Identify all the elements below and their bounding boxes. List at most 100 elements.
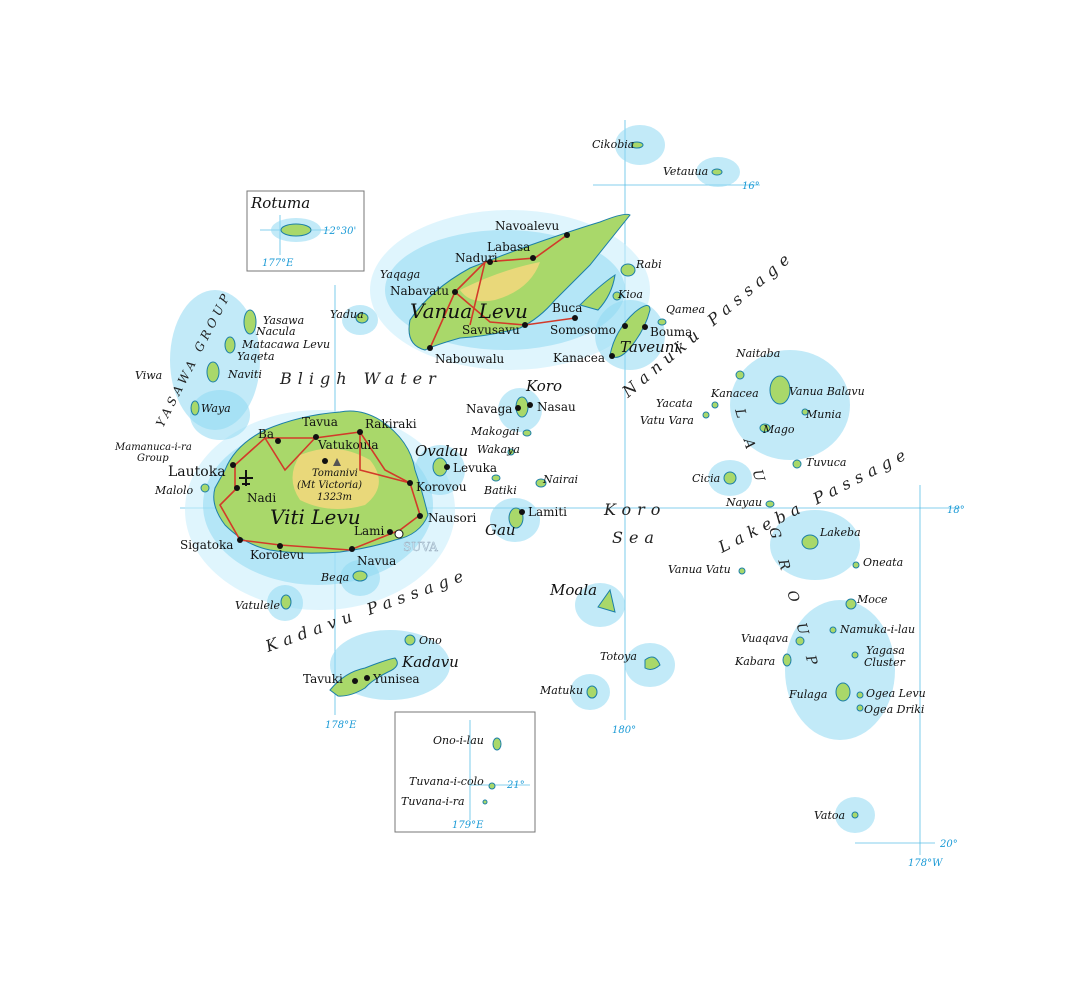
rotuma-inset: Rotuma 12°30' 177°E bbox=[246, 190, 365, 272]
island-ogea-driki-label: Ogea Driki bbox=[864, 703, 924, 716]
koro-sea-label-2: Sea bbox=[612, 528, 660, 547]
island-vatu-vara-label: Vatu Vara bbox=[640, 414, 694, 427]
town-levuka-label: Levuka bbox=[453, 461, 497, 475]
island-nacula-label: Nacula bbox=[255, 325, 296, 338]
bligh-water-label: Bligh Water bbox=[279, 369, 442, 388]
town-yunisea-label: Yunisea bbox=[372, 672, 420, 686]
kadavu-island bbox=[329, 657, 398, 697]
vanua-levu-island bbox=[408, 213, 631, 351]
town-lautoka-label: Lautoka bbox=[168, 464, 226, 480]
town-lami-label: Lami bbox=[354, 524, 385, 538]
taveuni-label: Taveuni bbox=[620, 338, 679, 356]
island-batiki-label: Batiki bbox=[483, 484, 517, 497]
island-ono-label: Ono bbox=[419, 634, 442, 647]
town-nadi-label: Nadi bbox=[247, 491, 276, 505]
lat-18-label: 18° bbox=[947, 505, 965, 516]
capital-suva-label: SUVA bbox=[403, 540, 438, 554]
koro-sea-label-1: Koro bbox=[603, 500, 666, 519]
koro-label: Koro bbox=[525, 377, 562, 395]
island-vanua-vatu-label: Vanua Vatu bbox=[668, 563, 731, 576]
south-islands-inset: Ono-i-lau Tuvana-i-colo Tuvana-i-ra 21° … bbox=[394, 711, 536, 833]
town-tavua-label: Tavua bbox=[302, 415, 338, 429]
town-nasau-label: Nasau bbox=[537, 400, 576, 414]
town-korovou-label: Korovou bbox=[416, 480, 467, 494]
rotuma-lat-label: 12°30' bbox=[323, 226, 356, 237]
town-buca-label: Buca bbox=[552, 301, 582, 315]
town-somosomo-label: Somosomo bbox=[550, 323, 616, 337]
island-yasawa-label: Yasawa bbox=[263, 314, 304, 327]
island-wakaya-label: Wakaya bbox=[477, 443, 520, 456]
island-malolo-label: Malolo bbox=[154, 484, 193, 497]
ono-i-lau-label: Ono-i-lau bbox=[433, 734, 484, 747]
inset-lon-label: 179°E bbox=[452, 820, 484, 831]
town-nabavatu-label: Nabavatu bbox=[390, 284, 449, 298]
peak-name-label: Tomanivi bbox=[312, 468, 358, 479]
town-nausori-label: Nausori bbox=[428, 511, 477, 525]
island-vanua-balavu-label: Vanua Balavu bbox=[789, 385, 865, 398]
viti-levu-label: Viti Levu bbox=[270, 505, 361, 529]
rotuma-lon-label: 177°E bbox=[262, 258, 294, 269]
town-navaga-label: Navaga bbox=[466, 402, 512, 416]
island-makogai-label: Makogai bbox=[470, 425, 519, 438]
moala-label: Moala bbox=[549, 581, 597, 599]
town-kanacea-label: Kanacea bbox=[553, 351, 605, 365]
island-moce-label: Moce bbox=[856, 593, 888, 606]
peak-alt-name-label: (Mt Victoria) bbox=[297, 480, 362, 491]
lat-16-label: 16° bbox=[742, 181, 760, 192]
town-navoalevu-label: Navoalevu bbox=[495, 219, 560, 233]
island-ogea-levu-label: Ogea Levu bbox=[866, 687, 926, 700]
island-matacawa-levu-label: Matacawa Levu bbox=[241, 338, 330, 351]
peak-height-label: 1323m bbox=[317, 492, 352, 503]
ovalau-label: Ovalau bbox=[415, 442, 468, 460]
island-matuku-label: Matuku bbox=[539, 684, 583, 697]
island-vatulele-label: Vatulele bbox=[235, 599, 281, 612]
island-kabara-label: Kabara bbox=[734, 655, 775, 668]
small-island-shapes bbox=[190, 141, 864, 819]
inset-lat-label: 21° bbox=[506, 780, 525, 791]
lat-20-label: 20° bbox=[939, 839, 958, 850]
island-kioa-label: Kioa bbox=[617, 288, 643, 301]
tuvana-i-colo-label: Tuvana-i-colo bbox=[409, 775, 484, 788]
town-markers bbox=[230, 232, 648, 684]
town-vatukoula-label: Vatukoula bbox=[317, 438, 379, 452]
island-yacata-label: Yacata bbox=[656, 397, 693, 410]
tuvana-i-ra-label: Tuvana-i-ra bbox=[401, 795, 465, 808]
island-yaqeta-label: Yaqeta bbox=[237, 350, 275, 363]
island-yadua-label: Yadua bbox=[330, 308, 364, 321]
island-vetauua-label: Vetauua bbox=[663, 165, 708, 178]
island-vatoa-label: Vatoa bbox=[814, 809, 845, 822]
town-lamiti-label: Lamiti bbox=[528, 505, 567, 519]
rotuma-title: Rotuma bbox=[250, 194, 310, 212]
island-oneata-label: Oneata bbox=[863, 556, 903, 569]
island-nayau-label: Nayau bbox=[725, 496, 762, 509]
gau-label: Gau bbox=[485, 521, 516, 539]
town-nabouwalu-label: Nabouwalu bbox=[435, 352, 505, 366]
island-yagasa-label-1: Yagasa bbox=[866, 644, 905, 657]
island-tuvuca-label: Tuvuca bbox=[806, 456, 846, 469]
lon-180-label: 180° bbox=[612, 725, 636, 736]
island-cikobia-label: Cikobia bbox=[592, 138, 634, 151]
island-mago-label: Mago bbox=[762, 423, 795, 436]
lon-178w-label: 178°W bbox=[908, 858, 943, 869]
island-fulaga-label: Fulaga bbox=[788, 688, 827, 701]
island-mamanuca-label-1: Mamanuca-i-ra bbox=[114, 442, 192, 453]
town-savusavu-label: Savusavu bbox=[462, 323, 520, 337]
island-mamanuca-label-2: Group bbox=[137, 453, 169, 464]
island-waya-label: Waya bbox=[201, 402, 231, 415]
vanua-levu-label: Vanua Levu bbox=[410, 299, 528, 323]
island-cicia-label: Cicia bbox=[692, 472, 720, 485]
island-lakeba-label: Lakeba bbox=[819, 526, 861, 539]
island-nairai-label: Nairai bbox=[542, 473, 578, 486]
town-ba-label: Ba bbox=[258, 427, 274, 441]
town-rakiraki-label: Rakiraki bbox=[365, 417, 417, 431]
island-kanacea-lau-label: Kanacea bbox=[710, 387, 759, 400]
town-sigatoka-label: Sigatoka bbox=[180, 538, 233, 552]
town-labasa-label: Labasa bbox=[487, 240, 530, 254]
island-totoya-label: Totoya bbox=[600, 650, 637, 663]
viti-levu-island bbox=[213, 410, 429, 554]
island-beqa-label: Beqa bbox=[320, 571, 349, 584]
island-yaqaga-label: Yaqaga bbox=[380, 268, 420, 281]
town-naduri-label: Naduri bbox=[455, 251, 498, 265]
airport-icon bbox=[239, 470, 253, 486]
